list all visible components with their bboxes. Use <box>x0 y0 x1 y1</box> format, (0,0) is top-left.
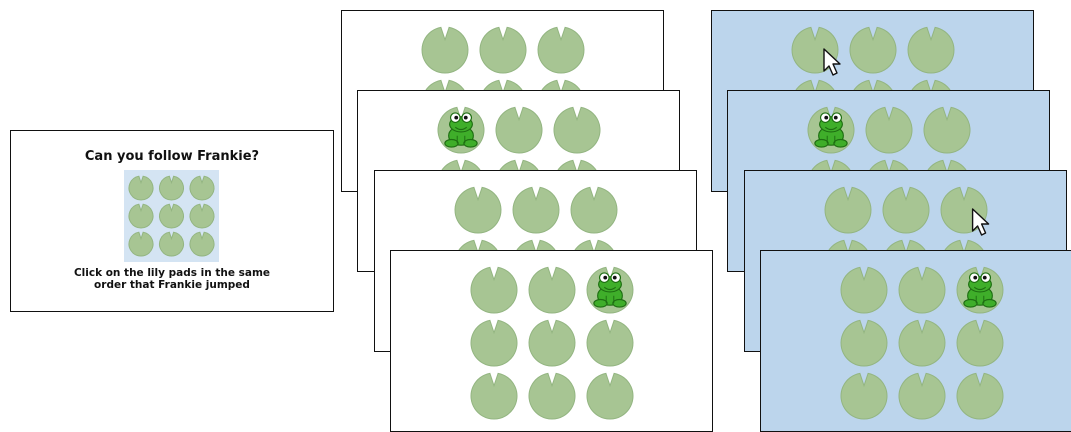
lily-pad-icon[interactable] <box>570 186 618 234</box>
intro-title: Can you follow Frankie? <box>84 149 260 164</box>
lily-pad-icon[interactable] <box>940 186 988 234</box>
lily-pad-icon[interactable] <box>128 231 154 257</box>
presentation-screen-4 <box>389 250 713 432</box>
lily-pad-icon[interactable] <box>479 26 527 74</box>
lily-pad-icon[interactable] <box>512 186 560 234</box>
lily-pad-icon[interactable] <box>470 372 518 420</box>
lily-pad-icon[interactable] <box>956 319 1004 367</box>
lily-pad-icon[interactable] <box>791 26 839 74</box>
lily-pad-icon[interactable] <box>849 26 897 74</box>
lily-pad-icon[interactable] <box>470 319 518 367</box>
lily-pad-icon[interactable] <box>421 26 469 74</box>
lily-pad-icon[interactable] <box>865 106 913 154</box>
lily-pad-icon[interactable] <box>882 186 930 234</box>
lily-pad-icon[interactable] <box>898 319 946 367</box>
lily-pad-icon[interactable] <box>586 372 634 420</box>
lily-pad-icon[interactable] <box>840 319 888 367</box>
lily-pad-icon[interactable] <box>454 186 502 234</box>
lily-pad-icon[interactable] <box>159 203 184 229</box>
intro-instruction: Click on the lily pads in the same order… <box>73 267 271 291</box>
lily-pad-icon[interactable] <box>840 372 888 420</box>
lily-pad-icon[interactable] <box>189 175 215 201</box>
intro-screen: Can you follow Frankie? Click on the lil… <box>10 130 334 312</box>
lily-pad-icon[interactable] <box>898 266 946 314</box>
response-screen-4 <box>759 250 1071 432</box>
lily-pad-grid <box>470 266 634 420</box>
lily-pad-grid <box>840 266 1004 420</box>
lily-pad-icon[interactable] <box>528 319 576 367</box>
lily-pad-icon[interactable] <box>907 26 955 74</box>
lily-pad-icon[interactable] <box>898 372 946 420</box>
lily-pad-icon[interactable] <box>495 106 543 154</box>
lily-pad-icon[interactable] <box>537 26 585 74</box>
lily-pad-icon[interactable] <box>189 203 215 229</box>
lily-pad-icon[interactable] <box>128 175 154 201</box>
lily-pad-icon[interactable] <box>470 266 518 314</box>
lily-pad-icon[interactable] <box>923 106 971 154</box>
lily-pad-icon[interactable] <box>824 186 872 234</box>
lily-pad-icon[interactable] <box>159 175 184 201</box>
frog-icon <box>814 112 849 148</box>
frog-icon <box>963 272 997 308</box>
lily-pad-icon[interactable] <box>528 372 576 420</box>
lily-pad-icon[interactable] <box>840 266 888 314</box>
lily-pad-icon[interactable] <box>586 319 634 367</box>
frog-icon <box>444 112 479 148</box>
frog-icon <box>593 272 627 308</box>
lily-pad-icon[interactable] <box>128 203 154 229</box>
lily-pad-icon[interactable] <box>528 266 576 314</box>
intro-lily-pads <box>128 175 215 257</box>
lily-pad-icon[interactable] <box>189 231 215 257</box>
intro-lily-pad-grid <box>124 170 219 262</box>
lily-pad-icon[interactable] <box>956 372 1004 420</box>
lily-pad-icon[interactable] <box>159 231 184 257</box>
lily-pad-icon[interactable] <box>553 106 601 154</box>
